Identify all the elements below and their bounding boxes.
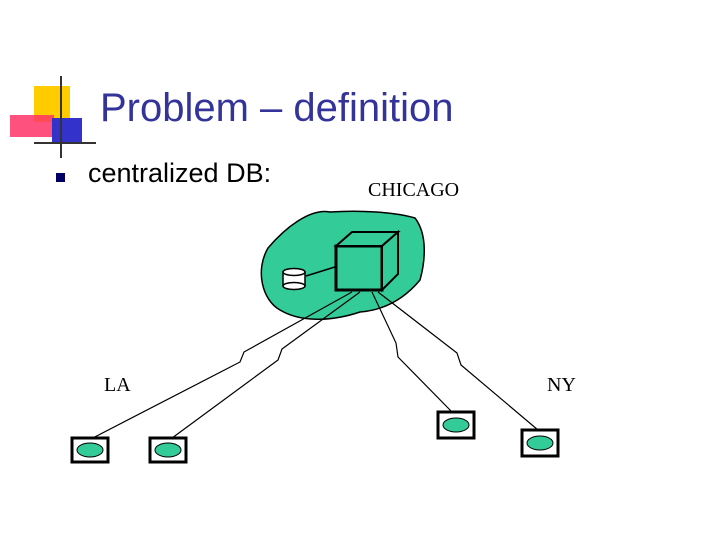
- slide-title: Problem – definition: [100, 86, 454, 130]
- db-connection-line: [305, 265, 339, 277]
- terminal-la-1: [70, 436, 110, 464]
- site-label-la: LA: [104, 374, 131, 396]
- deco-horizontal-line: [34, 142, 96, 144]
- link-ny-2: [377, 291, 539, 431]
- site-label-chicago: CHICAGO: [368, 179, 460, 201]
- deco-blue-square: [52, 118, 82, 144]
- terminal-ny-1: [436, 410, 476, 440]
- link-la-1: [86, 291, 353, 442]
- deco-vertical-line: [60, 76, 62, 158]
- terminal-ny-2: [520, 428, 560, 458]
- site-label-ny: NY: [547, 374, 576, 396]
- server-cube-icon: [333, 229, 401, 293]
- deco-red-bar: [10, 115, 54, 137]
- bullet-text: centralized DB:: [88, 158, 272, 188]
- link-la-2: [167, 291, 361, 442]
- bullet-square-icon: [56, 173, 65, 182]
- database-icon: [282, 267, 306, 291]
- terminal-la-2: [148, 436, 188, 464]
- link-ny-1: [371, 291, 453, 413]
